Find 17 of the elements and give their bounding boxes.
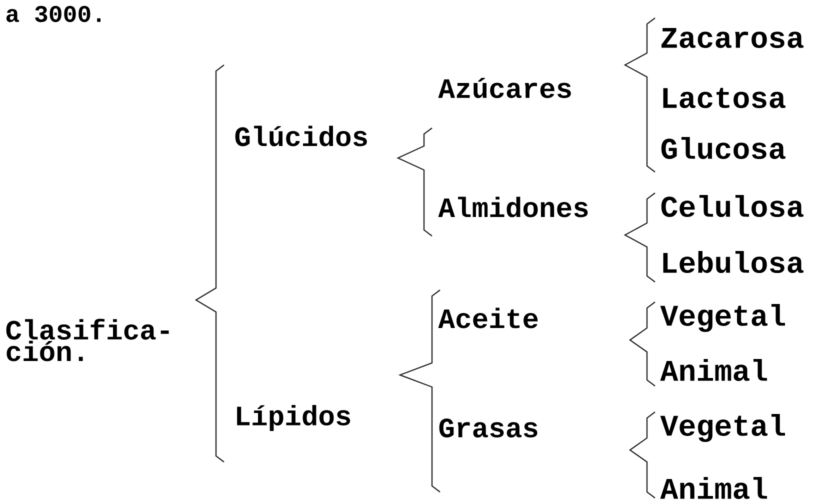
category-label: Clasifica- ción.	[6, 318, 169, 362]
category-label: Grasas	[439, 418, 538, 438]
item-label: Zacarosa	[661, 28, 804, 48]
category-label: Glúcidos	[235, 126, 367, 146]
item-label: Lactosa	[663, 88, 786, 108]
item-label: Lebulosa	[663, 250, 804, 274]
category-label: Almidones	[438, 196, 588, 218]
item-label: Animal	[660, 476, 767, 499]
item-label: Vegetal	[660, 414, 785, 442]
item-label: Animal	[660, 358, 767, 382]
item-label: Glucosa	[661, 136, 786, 160]
item-label: Vegetal	[660, 304, 785, 332]
item-label: Celulosa	[661, 194, 804, 218]
category-label: Azúcares	[438, 78, 571, 98]
category-label: Lípidos	[237, 404, 350, 432]
note-text: a 3000.	[6, 6, 100, 22]
category-label: Aceite	[438, 308, 538, 328]
